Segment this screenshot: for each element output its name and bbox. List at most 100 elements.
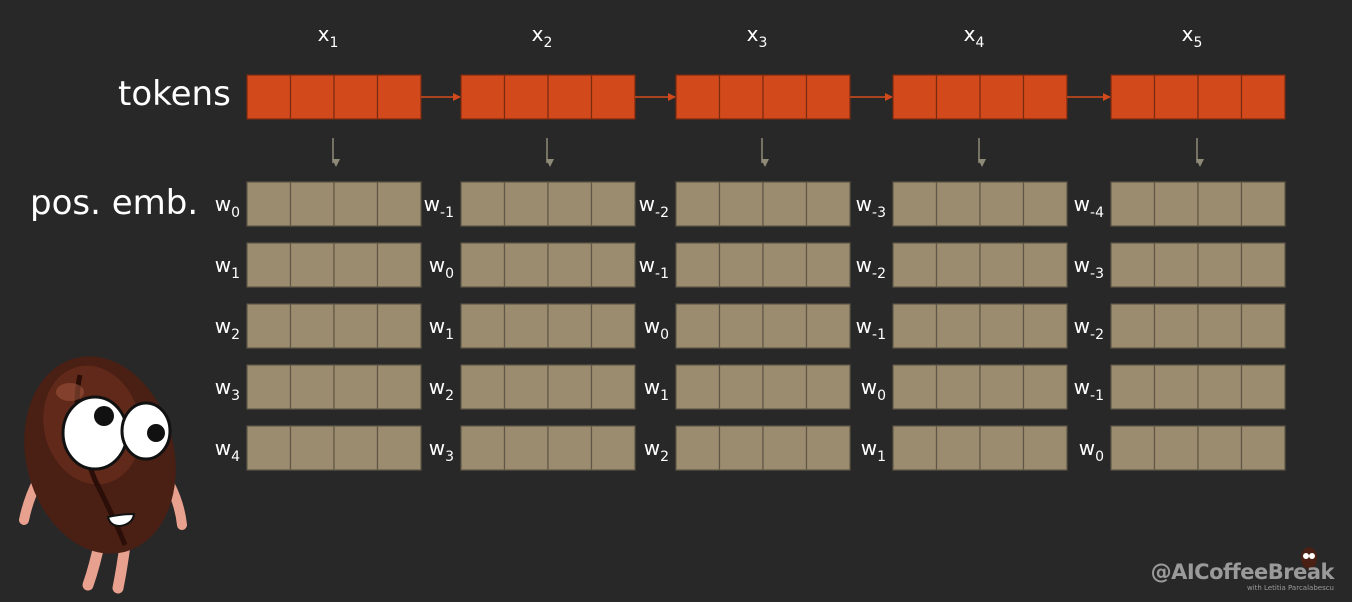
pos-emb-label-sub: -2 [1090, 327, 1104, 343]
pos-emb-label-sub: 1 [445, 327, 454, 343]
token-vector-5-cell [1197, 74, 1243, 120]
pos-emb-label-sub: 3 [231, 388, 240, 404]
pos-emb-vector-cell [1197, 303, 1243, 349]
pos-emb-label: w-4 [1074, 192, 1104, 221]
token-vector-1-cell [333, 74, 379, 120]
pos-emb-vector-cell [590, 242, 636, 288]
pos-emb-label: w-2 [639, 192, 669, 221]
pos-emb-label-base: w [861, 375, 877, 399]
pos-emb-vector-cell [762, 181, 808, 227]
pos-emb-vector-cell [503, 303, 549, 349]
pos-emb-vector-cell [547, 242, 593, 288]
pos-emb-vector-cell [718, 242, 764, 288]
pos-emb-vector-cell [246, 181, 292, 227]
token-label-3: x3 [747, 22, 768, 51]
pos-emb-label-sub: -1 [440, 205, 454, 221]
token-vector-2-cell [503, 74, 549, 120]
token-vector-5-cell [1240, 74, 1286, 120]
token-vector-2 [460, 74, 636, 120]
token-vector-3-cell [718, 74, 764, 120]
pos-emb-vector-cell [762, 242, 808, 288]
pos-emb-label-base: w [215, 375, 231, 399]
pos-emb-label-base: w [215, 253, 231, 277]
pos-emb-vector-cell [246, 242, 292, 288]
token-vector-2-cell [590, 74, 636, 120]
pos-emb-vector [246, 181, 422, 227]
pos-emb-vector-cell [1153, 364, 1199, 410]
pos-emb-label: w3 [215, 375, 240, 404]
pos-emb-vector-cell [376, 181, 422, 227]
pos-emb-vector-cell [892, 303, 938, 349]
pos-emb-vector-cell [892, 425, 938, 471]
pos-emb-label-base: w [856, 192, 872, 216]
token-vector-1-cell [289, 74, 335, 120]
pos-emb-vector-cell [289, 425, 335, 471]
pos-emb-label: w0 [429, 253, 454, 282]
pos-emb-label: w1 [215, 253, 240, 282]
pos-emb-vector-cell [1110, 425, 1156, 471]
pos-emb-vector [460, 303, 636, 349]
pos-emb-label-sub: -1 [1090, 388, 1104, 404]
pos-emb-vector-cell [246, 425, 292, 471]
token-label-5-sub: 5 [1193, 35, 1202, 51]
pos-emb-label-base: w [1074, 192, 1090, 216]
pos-emb-label-base: w [856, 253, 872, 277]
pos-emb-label-base: w [215, 314, 231, 338]
pos-emb-vector-cell [805, 425, 851, 471]
pos-emb-vector [675, 181, 851, 227]
pos-emb-vector-cell [979, 364, 1025, 410]
pos-emb-vector-cell [547, 303, 593, 349]
pos-emb-label-base: w [644, 375, 660, 399]
pos-emb-vector-cell [718, 364, 764, 410]
pos-emb-vector-cell [1022, 303, 1068, 349]
pos-emb-vector-cell [718, 425, 764, 471]
pos-emb-vector-cell [503, 364, 549, 410]
pos-emb-label: w2 [215, 314, 240, 343]
token-vector-3-cell [675, 74, 721, 120]
pos-emb-vector-cell [935, 303, 981, 349]
pos-emb-label-base: w [1074, 314, 1090, 338]
token-vector-4-cell [935, 74, 981, 120]
pos-emb-vector-cell [1110, 242, 1156, 288]
pos-emb-vector [675, 242, 851, 288]
token-vector-3-cell [805, 74, 851, 120]
pos-emb-vector-cell [289, 303, 335, 349]
pos-emb-vector [675, 364, 851, 410]
pos-emb-label: w4 [215, 436, 240, 465]
token-label-1-sub: 1 [329, 35, 338, 51]
pos-emb-label: w-1 [1074, 375, 1104, 404]
pos-emb-label-sub: 3 [445, 449, 454, 465]
pos-emb-label-sub: 2 [660, 449, 669, 465]
pos-emb-label-base: w [1074, 375, 1090, 399]
pos-emb-vector [892, 303, 1068, 349]
pos-emb-vector-cell [935, 181, 981, 227]
token-vector-1 [246, 74, 422, 120]
pos-emb-vector-cell [333, 425, 379, 471]
pos-emb-label-base: w [639, 253, 655, 277]
pos-emb-label-base: w [644, 314, 660, 338]
pos-emb-label: w3 [429, 436, 454, 465]
pos-emb-vector-cell [1197, 242, 1243, 288]
pos-emb-label: w0 [861, 375, 886, 404]
pos-emb-vector [460, 181, 636, 227]
coffee-bean-mascot-icon [19, 356, 187, 594]
pos-emb-vector [1110, 303, 1286, 349]
pos-emb-row-label: pos. emb. [30, 183, 199, 223]
token-vector-4-cell [892, 74, 938, 120]
token-vector-4-cell [979, 74, 1025, 120]
token-label-3-sub: 3 [758, 35, 767, 51]
pos-emb-label-sub: -1 [872, 327, 886, 343]
token-label-1-base: x [318, 22, 330, 46]
pos-emb-vector-cell [1240, 303, 1286, 349]
pos-emb-label-sub: 0 [877, 388, 886, 404]
pos-emb-label: w-3 [856, 192, 886, 221]
pos-emb-vector-cell [718, 303, 764, 349]
pos-emb-vector-cell [289, 181, 335, 227]
pos-emb-vector-cell [1022, 425, 1068, 471]
pos-emb-vector-cell [333, 364, 379, 410]
pos-emb-vector-cell [935, 242, 981, 288]
pos-emb-vector-cell [503, 242, 549, 288]
pos-emb-label-base: w [429, 436, 445, 460]
pos-emb-vector-cell [1240, 242, 1286, 288]
